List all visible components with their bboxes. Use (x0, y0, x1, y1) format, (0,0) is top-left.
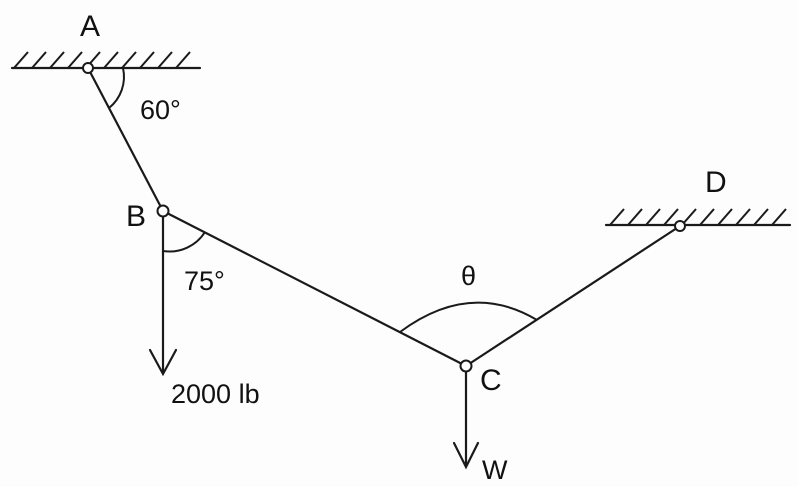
label-point-d: D (705, 166, 727, 199)
label-load-w: W (482, 455, 508, 485)
support-d (604, 208, 792, 227)
label-point-c: C (480, 364, 502, 397)
support-a (10, 51, 202, 70)
angle-arc-75 (162, 231, 206, 253)
cable-cd (464, 224, 682, 368)
label-angle-theta: θ (461, 261, 476, 291)
cable-bc (161, 209, 468, 368)
cable-ab (86, 66, 165, 213)
pin-a (82, 62, 94, 74)
label-point-b: B (126, 200, 146, 233)
pin-b (156, 204, 170, 218)
label-point-a: A (80, 10, 100, 43)
angle-arc-theta (399, 301, 538, 333)
label-angle-75: 75° (184, 266, 225, 296)
pin-c (459, 359, 473, 373)
angle-arc-60 (108, 67, 125, 109)
load-arrow-c (452, 364, 480, 470)
pin-d (674, 220, 686, 232)
load-arrow-b (148, 209, 178, 377)
label-angle-60: 60° (140, 95, 181, 125)
label-load-2000lb: 2000 lb (171, 379, 260, 409)
support-a-hatching (13, 51, 191, 69)
support-d-hatching (609, 208, 787, 226)
